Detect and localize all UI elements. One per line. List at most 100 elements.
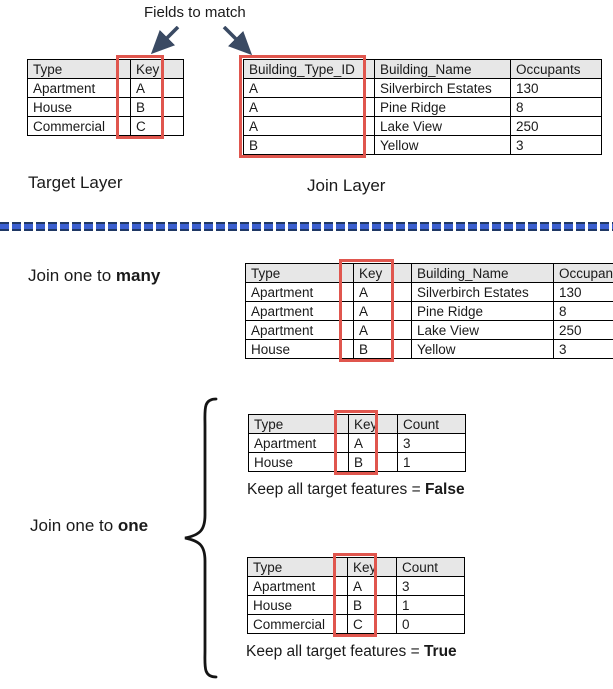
table-cell: 3 [553,339,613,359]
column-header: Type [247,557,348,577]
column-header: Key [347,557,397,577]
join-one-to-one-label: Join one to one [30,516,148,536]
table-cell: 1 [396,595,465,615]
table-cell: Silverbirch Estates [374,78,511,98]
table-cell: 250 [553,320,613,340]
table-cell: Commercial [27,116,131,136]
column-header: Occupants [510,59,602,79]
join-one-to-many-prefix: Join one to [28,266,116,285]
table-cell: Apartment [245,301,354,321]
column-header: Count [396,557,465,577]
table-cell: 250 [510,116,602,136]
join-one-to-many-label: Join one to many [28,266,160,286]
column-header: Type [248,414,349,434]
table-cell: Apartment [27,78,131,98]
table-cell: Apartment [247,576,348,596]
table-cell: C [347,614,397,634]
keep-features-true-caption: Keep all target features = True [246,643,457,661]
table-cell: Lake View [374,116,511,136]
column-header: Key [130,59,184,79]
table-cell: 130 [510,78,602,98]
table-cell: Yellow [374,135,511,155]
one-to-many-result-table-wrap: TypeKeyBuilding_NameOccupantsApartmentAS… [245,259,613,362]
column-header: Count [397,414,466,434]
caption-false-prefix: Keep all target features = [247,481,425,498]
table-cell: B [130,97,184,117]
table-cell: C [130,116,184,136]
column-header: Key [348,414,398,434]
table-cell: Pine Ridge [374,97,511,117]
table-cell: Apartment [245,320,354,340]
table-cell: House [245,339,354,359]
one-to-many-result-table: TypeKeyBuilding_NameOccupantsApartmentAS… [245,263,613,359]
table-cell: Commercial [247,614,348,634]
table-cell: B [347,595,397,615]
table-cell: 8 [510,97,602,117]
table-cell: B [353,339,412,359]
table-cell: 3 [396,576,465,596]
table-cell: House [247,595,348,615]
table-cell: 1 [397,452,466,472]
caption-true-prefix: Keep all target features = [246,643,424,660]
table-cell: Apartment [248,433,349,453]
table-cell: A [130,78,184,98]
curly-brace-icon [184,397,218,679]
table-cell: A [243,78,375,98]
table-cell: B [243,135,375,155]
join-one-to-one-bold: one [117,516,149,535]
table-cell: A [347,576,397,596]
table-cell: 3 [397,433,466,453]
target-layer-label: Target Layer [28,173,123,192]
table-cell: 0 [396,614,465,634]
table-cell: A [353,320,412,340]
table-cell: Apartment [245,282,354,302]
column-header: Building_Name [411,263,554,283]
column-header: Key [353,263,412,283]
table-cell: A [353,282,412,302]
column-header: Type [27,59,131,79]
arrow-to-target-key-icon [150,26,180,55]
caption-false-bold: False [424,481,465,498]
table-cell: A [353,301,412,321]
column-header: Type [245,263,354,283]
table-cell: Lake View [411,320,554,340]
table-cell: 130 [553,282,613,302]
table-cell: B [348,452,398,472]
table-cell: A [243,97,375,117]
column-header: Building_Type_ID [243,59,375,79]
table-cell: House [248,452,349,472]
match-arrows [150,26,253,56]
table-cell: A [348,433,398,453]
table-cell: Yellow [411,339,554,359]
join-one-to-one-prefix: Join one to [30,516,118,535]
table-cell: 8 [553,301,613,321]
join-one-to-many-bold: many [115,266,161,285]
table-cell: A [243,116,375,136]
table-cell: House [27,97,131,117]
column-header: Occupants [553,263,613,283]
